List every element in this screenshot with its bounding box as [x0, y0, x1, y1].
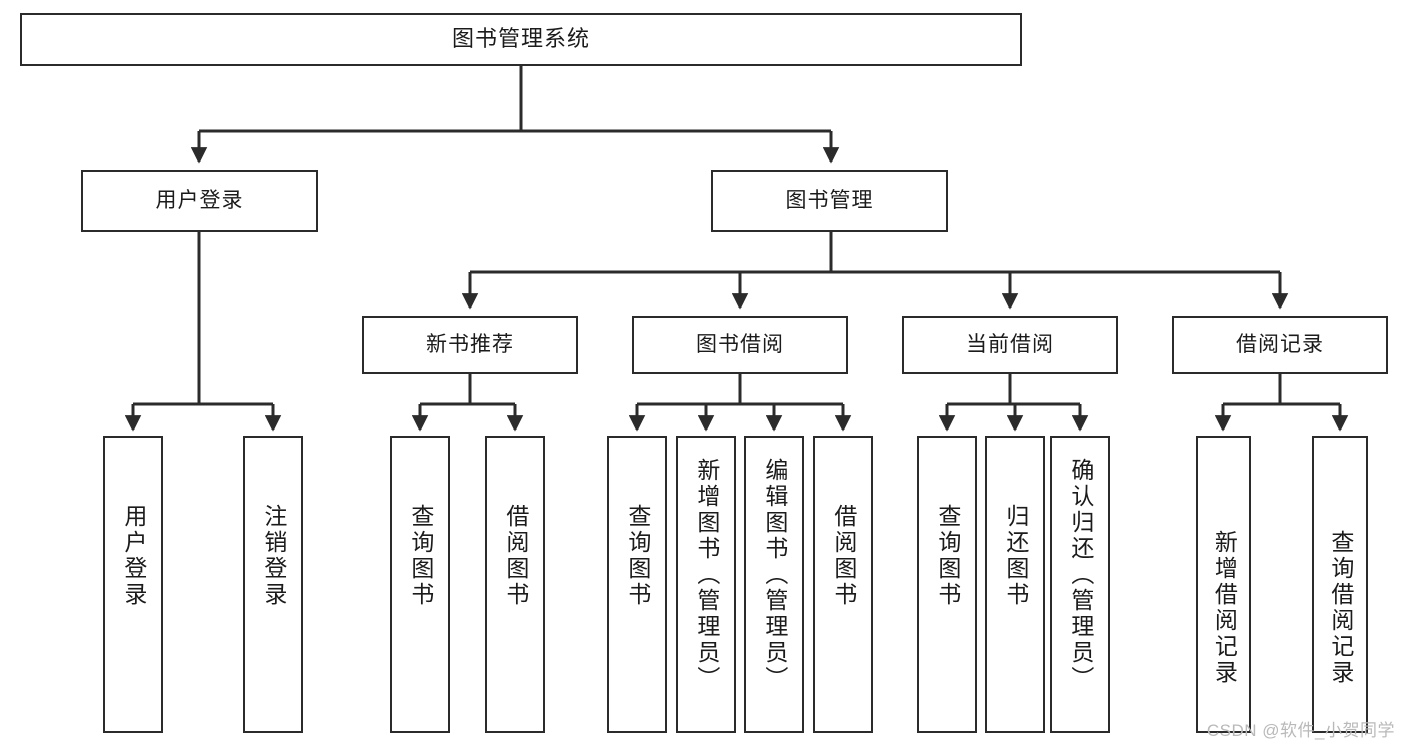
node-leaf-logout-login[interactable]: 注销登录 — [243, 436, 303, 733]
node-label: 图书借阅 — [696, 332, 784, 356]
node-label: 注销登录 — [260, 504, 287, 608]
node-user-login[interactable]: 用户登录 — [81, 170, 318, 232]
node-label: 当前借阅 — [966, 332, 1054, 356]
node-leaf-return-book[interactable]: 归还图书 — [985, 436, 1045, 733]
node-leaf-user-login[interactable]: 用户登录 — [103, 436, 163, 733]
node-label: 确认归还（管理员） — [1067, 458, 1094, 692]
node-label: 查询图书 — [624, 504, 651, 608]
node-label: 用户登录 — [155, 188, 244, 212]
node-book-borrow[interactable]: 图书借阅 — [632, 316, 848, 374]
node-leaf-borrow-book[interactable]: 借阅图书 — [813, 436, 873, 733]
node-label: 归还图书 — [1002, 504, 1029, 608]
node-leaf-edit-book[interactable]: 编辑图书（管理员） — [744, 436, 804, 733]
node-label: 查询借阅记录 — [1327, 530, 1354, 686]
node-book-management[interactable]: 图书管理 — [711, 170, 948, 232]
node-leaf-add-book[interactable]: 新增图书（管理员） — [676, 436, 736, 733]
node-leaf-query-book-borrow[interactable]: 查询图书 — [607, 436, 667, 733]
node-root-book-management-system[interactable]: 图书管理系统 — [20, 13, 1022, 66]
node-leaf-query-borrow-record[interactable]: 查询借阅记录 — [1312, 436, 1368, 733]
node-label: 图书管理系统 — [451, 26, 590, 52]
node-current-borrow[interactable]: 当前借阅 — [902, 316, 1118, 374]
node-label: 查询图书 — [934, 504, 961, 608]
node-leaf-query-book-recommend[interactable]: 查询图书 — [390, 436, 450, 733]
node-label: 查询图书 — [407, 504, 434, 608]
node-leaf-borrow-book-recommend[interactable]: 借阅图书 — [485, 436, 545, 733]
node-label: 新增借阅记录 — [1211, 530, 1238, 686]
node-leaf-query-book-current[interactable]: 查询图书 — [917, 436, 977, 733]
watermark: CSDN @软件_小贺同学 — [1206, 721, 1395, 740]
node-label: 新增图书（管理员） — [693, 458, 720, 692]
node-label: 借阅图书 — [502, 504, 529, 608]
node-new-book-recommend[interactable]: 新书推荐 — [362, 316, 578, 374]
node-label: 借阅图书 — [830, 504, 857, 608]
node-label: 借阅记录 — [1236, 332, 1324, 356]
node-label: 图书管理 — [785, 188, 874, 212]
node-label: 用户登录 — [120, 504, 147, 608]
node-label: 新书推荐 — [426, 332, 514, 356]
node-leaf-confirm-return[interactable]: 确认归还（管理员） — [1050, 436, 1110, 733]
node-label: 编辑图书（管理员） — [761, 458, 788, 692]
node-borrow-record[interactable]: 借阅记录 — [1172, 316, 1388, 374]
node-leaf-add-borrow-record[interactable]: 新增借阅记录 — [1196, 436, 1251, 733]
